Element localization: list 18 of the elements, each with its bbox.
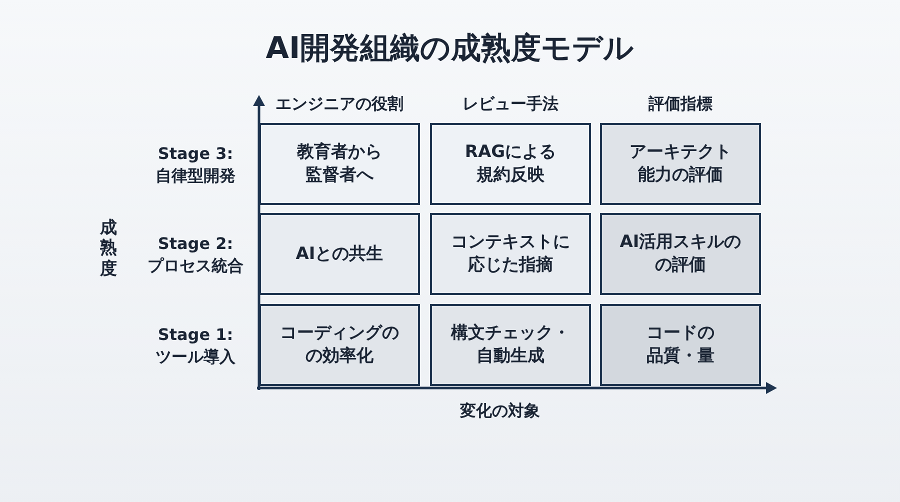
- column-header: 評価指標: [647, 94, 714, 115]
- row-label: Stage 2: プロセス統合: [146, 233, 244, 276]
- row-label: Stage 3: 自律型開発: [154, 143, 236, 186]
- axis-label: 変化の対象: [459, 401, 541, 422]
- matrix-cell: アーキテクト能力の評価: [600, 123, 761, 205]
- matrix-cell: RAGによる規約反映: [430, 123, 591, 205]
- column-header: レビュー手法: [462, 94, 560, 115]
- matrix-cell: コーディングのの効率化: [259, 304, 420, 386]
- matrix-cell: AI活用スキルのの評価: [600, 213, 761, 295]
- title: AI開発組織の成熟度モデル: [264, 30, 636, 68]
- column-header: エンジニアの役割: [274, 94, 404, 115]
- axis-label: 成熟度: [100, 218, 117, 280]
- matrix-cell: 教育者から監督者へ: [259, 123, 420, 205]
- matrix-cell: 構文チェック・自動生成: [430, 304, 591, 386]
- matrix-cell: AIとの共生: [259, 213, 420, 295]
- matrix-cell: コンテキストに応じた指摘: [430, 213, 591, 295]
- row-label: Stage 1: ツール導入: [154, 324, 236, 368]
- matrix-cell: コードの品質・量: [600, 304, 761, 386]
